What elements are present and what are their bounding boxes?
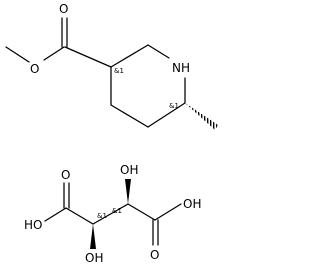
stereo-label-c2: &1: [97, 212, 107, 220]
bond-c5-c4: [110, 104, 149, 128]
stereo-label-c3: &1: [114, 67, 124, 75]
bond-carbonyl-c3: [64, 46, 112, 68]
atom-label-oh-upper: OH: [120, 163, 138, 177]
bond-methyl-o: [5, 46, 30, 63]
atom-label-right-oh: OH: [183, 197, 201, 211]
atom-label-left-carbonyl-o: O: [61, 168, 70, 182]
atom-label-ester-carbonyl-o: O: [59, 2, 68, 16]
atom-label-ester-ether-o: O: [30, 62, 39, 76]
atom-label-left-ho: HO: [24, 218, 42, 232]
bold-wedge-c3-oh: [125, 179, 131, 204]
tartaric-acid-molecule: O HO OH OH O OH &1 &1: [24, 163, 201, 265]
stereo-label-c6: &1: [169, 102, 179, 110]
bond-left-c-oh: [44, 207, 67, 222]
bond-c2-c3: [92, 203, 129, 225]
bond-c6-c5: [147, 102, 186, 128]
piperidine-ester-molecule: O O NH &1 &1: [5, 2, 218, 130]
bond-c3-c2: [110, 44, 149, 68]
chemical-structure-diagram: O O NH &1 &1 O HO OH OH O OH &1 &1: [5, 2, 218, 265]
atom-label-ring-nh: NH: [172, 61, 190, 75]
bond-left-c-c2: [65, 207, 94, 225]
stereo-label-c3: &1: [112, 207, 122, 215]
bold-wedge-c2-oh: [90, 224, 96, 249]
atom-label-oh-lower: OH: [85, 251, 103, 265]
bond-c3-right-c: [127, 203, 156, 221]
bond-o-carbonyl: [43, 46, 65, 61]
bond-c2-n: [147, 44, 170, 59]
bond-right-c-oh: [154, 203, 182, 221]
hashed-wedge-c6-methyl: [185, 103, 218, 130]
atom-label-right-carbonyl-o: O: [150, 248, 159, 262]
